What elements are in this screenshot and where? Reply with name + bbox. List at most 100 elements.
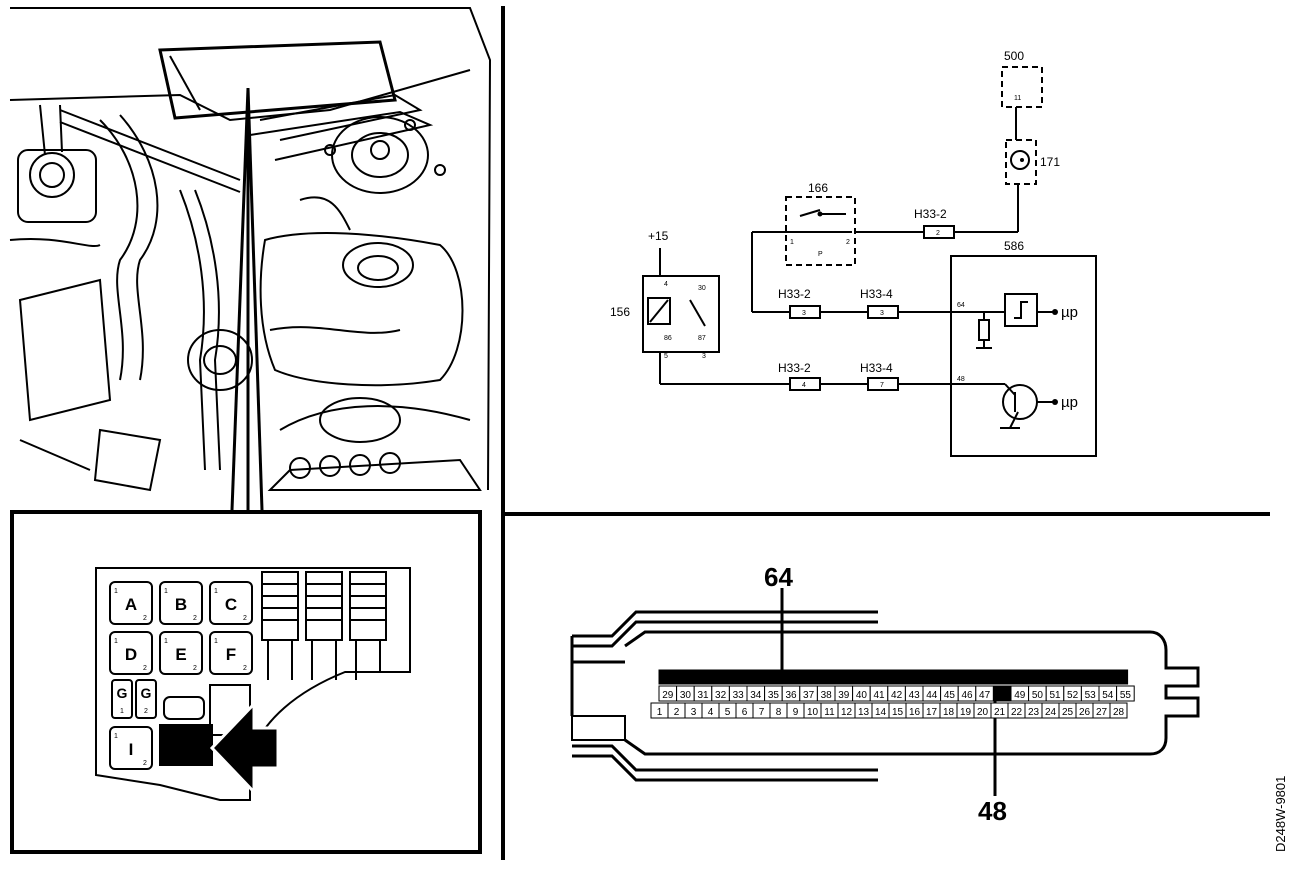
- pin-label: 74: [918, 676, 926, 683]
- pin-label: 67: [818, 676, 826, 683]
- pin-label: 44: [926, 690, 938, 701]
- pin-9: 9: [786, 702, 805, 719]
- pin-10: 10: [803, 702, 822, 719]
- pin-label: 68: [833, 676, 841, 683]
- label-plus15: +15: [648, 229, 669, 243]
- fuse-b: B12: [159, 581, 203, 625]
- circuit-dots: [817, 158, 1058, 405]
- pin-label: 61: [733, 676, 741, 683]
- pin-label: 42: [891, 690, 903, 701]
- pin-label: 36: [785, 690, 797, 701]
- fuse-right-num: 2: [243, 615, 247, 622]
- pin-61: 61: [729, 669, 745, 685]
- pin-label: 14: [875, 707, 887, 718]
- fuse-right-num: 2: [143, 615, 147, 622]
- label-166-p1: 1: [790, 239, 794, 246]
- pin-label: 65: [790, 676, 798, 683]
- pin-14: 14: [871, 702, 890, 719]
- pin-label: 32: [715, 690, 727, 701]
- label-166-pm: P: [818, 251, 823, 258]
- pin-83: 83: [1041, 669, 1058, 685]
- pin-41: 41: [869, 685, 889, 702]
- pin-label: 3: [691, 707, 697, 718]
- pin-84: 84: [1056, 669, 1072, 685]
- fuse-left-num: 1: [114, 638, 118, 645]
- pin-label: 30: [680, 690, 692, 701]
- pin-label: 75: [932, 676, 940, 683]
- pin-74: 74: [914, 669, 930, 685]
- pin-label: 21: [994, 707, 1006, 718]
- pin-label: 79: [989, 676, 997, 683]
- small-fuse-2: G2: [135, 679, 157, 719]
- pin-label: 54: [1102, 690, 1114, 701]
- pin-16: 16: [905, 702, 924, 719]
- pin-label: 19: [960, 707, 972, 718]
- pin-68: 68: [828, 669, 845, 685]
- pin-57: 57: [672, 669, 688, 685]
- pin-label: 76: [946, 676, 954, 683]
- pin-label: 57: [676, 676, 684, 683]
- pin-78: 78: [970, 669, 987, 685]
- fuse-letter: C: [225, 595, 237, 614]
- pin-label: 40: [856, 690, 868, 701]
- pin-33: 33: [728, 685, 748, 702]
- pin-label: 4: [708, 707, 714, 718]
- pin-label: 27: [1096, 707, 1108, 718]
- pin-label: 2: [674, 707, 680, 718]
- pin-label: 16: [909, 707, 921, 718]
- fuse-right-num: 2: [243, 665, 247, 672]
- pin-label: 23: [1028, 707, 1040, 718]
- pin-label: 9: [793, 707, 799, 718]
- pin-label: 7: [759, 707, 765, 718]
- pin-12: 12: [837, 702, 856, 719]
- callout-48: 48: [978, 796, 1007, 826]
- pin-77: 77: [956, 669, 972, 685]
- pin-81: 81: [1013, 669, 1029, 685]
- fuse-d: D12: [109, 631, 153, 675]
- label-h33-2-mid-pin: 3: [802, 310, 806, 317]
- pin-label: 53: [1085, 690, 1097, 701]
- circuit-schematic: [642, 66, 1097, 457]
- pin-label: 24: [1045, 707, 1057, 718]
- pin-71: 71: [871, 669, 887, 685]
- fuse-e: E12: [159, 631, 203, 675]
- pin-4: 4: [701, 702, 720, 719]
- pin-label: 49: [1014, 690, 1026, 701]
- pin-label: 43: [909, 690, 921, 701]
- pin-45: 45: [940, 685, 959, 702]
- fuse-f: F12: [209, 631, 253, 675]
- label-156-pin-bb: 5: [664, 353, 668, 360]
- label-h33-2-top: H33-2: [914, 207, 947, 221]
- pin-label: 26: [1079, 707, 1091, 718]
- pin-24: 24: [1041, 702, 1060, 719]
- pin-label: 33: [733, 690, 745, 701]
- pin-label: 1: [657, 707, 663, 718]
- pin-label: 41: [873, 690, 885, 701]
- pin-label: 86: [1088, 676, 1096, 683]
- pin-label: 50: [1032, 690, 1044, 701]
- label-156-pin-tl: 4: [664, 281, 668, 288]
- pin-label: 72: [889, 676, 897, 683]
- pin-15: 15: [888, 702, 907, 719]
- fuse-letter: B: [175, 595, 187, 614]
- callout-64: 64: [764, 562, 793, 592]
- pin-63: 63: [757, 669, 774, 685]
- label-h33-2-bot-pin: 4: [802, 382, 806, 389]
- label-mu-1: µp: [1061, 304, 1078, 321]
- pin-label: 69: [847, 676, 855, 683]
- pin-44: 44: [922, 685, 942, 702]
- label-pin-64: 64: [957, 302, 965, 309]
- pin-52: 52: [1063, 685, 1082, 702]
- pin-label: 20: [977, 707, 989, 718]
- pin-54: 54: [1098, 685, 1118, 702]
- pin-label: 77: [960, 676, 968, 683]
- pin-label: 38: [821, 690, 833, 701]
- fuse-right-num: 2: [193, 665, 197, 672]
- fuse-i: I12: [109, 726, 153, 770]
- pin-label: 48: [997, 690, 1009, 701]
- small-fuse-num: 1: [120, 708, 124, 715]
- pin-label: 37: [803, 690, 815, 701]
- pin-label: 17: [926, 707, 938, 718]
- pin-69: 69: [843, 669, 859, 685]
- pin-label: 10: [807, 707, 819, 718]
